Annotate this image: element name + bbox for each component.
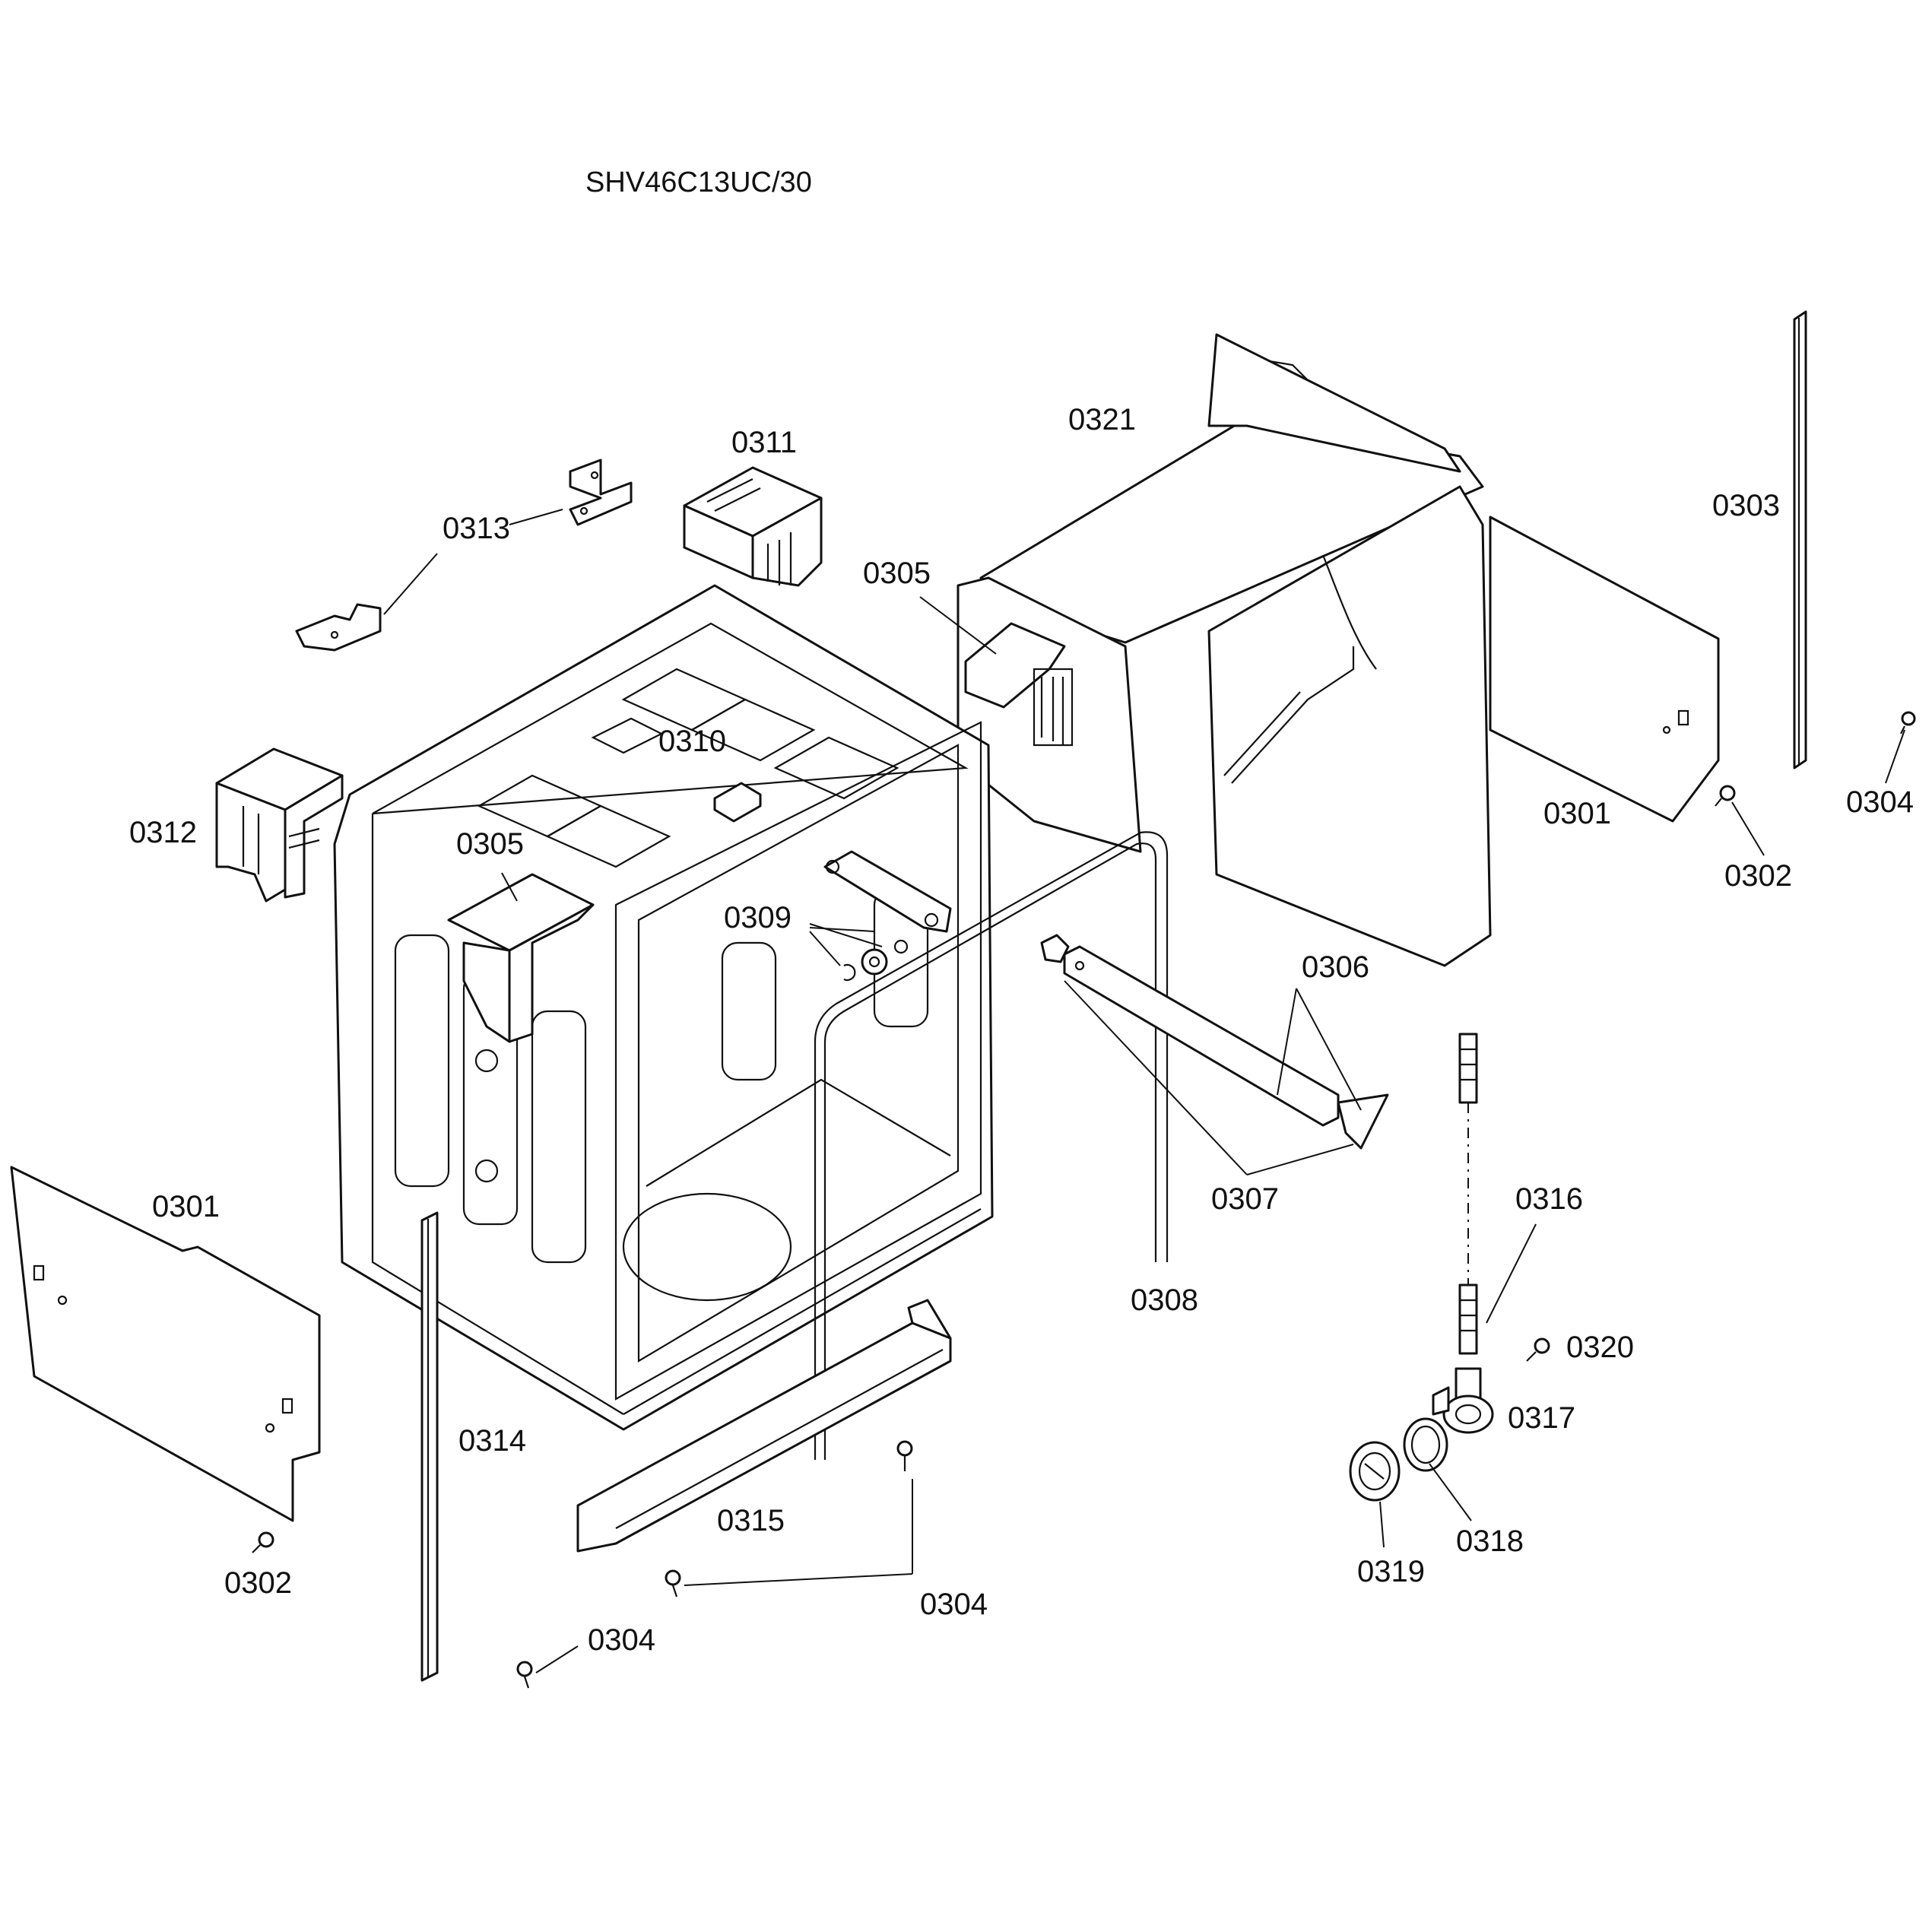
part-0306-rail	[1063, 945, 1340, 1127]
part-0313-bracket-lower	[295, 603, 382, 652]
part-0304-screw-middle	[665, 1569, 681, 1597]
part-tub-body	[333, 584, 994, 1431]
part-0318-ring	[1403, 1417, 1448, 1472]
callout-0307: 0307	[1211, 1182, 1279, 1216]
part-0307-end-clip	[1040, 934, 1389, 1150]
part-0310-clip	[713, 782, 762, 823]
callout-0306: 0306	[1302, 950, 1369, 984]
callout-0317: 0317	[1508, 1401, 1575, 1435]
part-0304-screw-lower	[516, 1661, 533, 1689]
part-0320-screw	[1526, 1337, 1550, 1362]
part-0305-bracket-left	[447, 873, 595, 1043]
callout-0320: 0320	[1566, 1331, 1634, 1364]
callout-0311: 0311	[731, 426, 797, 459]
part-0304-screw-right	[1900, 711, 1916, 734]
callout-0304-middle: 0304	[920, 1588, 988, 1621]
callout-0302-right: 0302	[1724, 859, 1792, 893]
part-0301-left-panel	[10, 1166, 321, 1522]
callout-0303: 0303	[1712, 489, 1780, 522]
part-0315-base-rail	[576, 1299, 952, 1553]
callout-0309: 0309	[724, 901, 792, 934]
part-0317-pipe-elbow	[1432, 1367, 1494, 1434]
part-0302-screw-right	[1715, 785, 1736, 807]
callout-0315: 0315	[717, 1504, 785, 1537]
part-0305-bracket-right	[964, 622, 1074, 747]
callout-labels: 0321 0311 0313 0305 0303 0310 0312 0305 …	[129, 403, 1914, 1657]
callout-0305-upper: 0305	[863, 557, 931, 590]
part-0319-cap	[1349, 1441, 1401, 1502]
callout-0302-left: 0302	[224, 1566, 292, 1600]
callout-0314: 0314	[458, 1424, 526, 1458]
callout-0310: 0310	[658, 725, 726, 758]
part-0311-connector-block	[683, 466, 823, 587]
callout-0318: 0318	[1456, 1525, 1524, 1558]
callout-0316: 0316	[1515, 1182, 1583, 1216]
callout-0312: 0312	[129, 816, 197, 849]
part-0308-door-seal	[814, 831, 1169, 1460]
callout-0304-lower: 0304	[588, 1623, 655, 1657]
model-number-title: SHV46C13UC/30	[585, 167, 812, 198]
callout-0308: 0308	[1131, 1283, 1198, 1317]
callout-0313: 0313	[443, 512, 510, 545]
callout-0319: 0319	[1357, 1555, 1425, 1588]
part-0314-gasket	[420, 1211, 439, 1682]
part-0312-connector-block	[215, 747, 344, 903]
part-0302-screw-left	[252, 1531, 274, 1553]
callout-0321: 0321	[1068, 403, 1136, 436]
callout-0301-right: 0301	[1543, 797, 1611, 830]
part-0304-screw-upper	[896, 1440, 913, 1471]
callout-0305-lower: 0305	[456, 827, 524, 861]
part-0301-right-panel	[1489, 516, 1720, 823]
part-0316-hose	[1458, 1033, 1478, 1355]
part-0309-hinge-set	[823, 850, 952, 982]
callout-0304-right: 0304	[1846, 785, 1914, 819]
part-0313-bracket-upper	[569, 458, 633, 526]
callout-0301-left: 0301	[152, 1190, 220, 1223]
part-0303-side-strip	[1793, 310, 1807, 769]
